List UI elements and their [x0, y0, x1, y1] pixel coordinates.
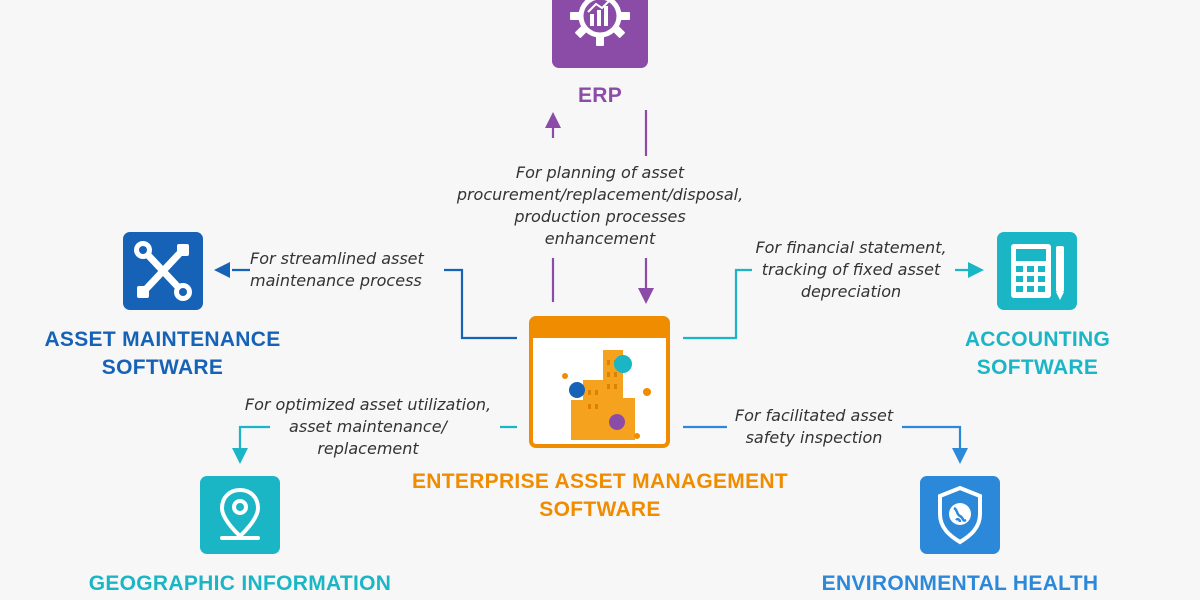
accounting-note-line-1: For financial statement, [755, 238, 947, 257]
maintenance-title-line-1: ASSET MAINTENANCE [44, 328, 281, 351]
eam-title: ENTERPRISE ASSET MANAGEMENT SOFTWARE [395, 468, 805, 524]
gis-icon-box [200, 476, 280, 554]
accounting-note-line-2: tracking of fixed asset [761, 260, 941, 279]
accounting-title-line-2: SOFTWARE [976, 356, 1099, 379]
eam-icon-box [529, 316, 670, 448]
arrowhead-ehs [952, 448, 968, 464]
gis-title-line-1: GEOGRAPHIC INFORMATION [88, 572, 392, 595]
maintenance-note-line-1: For streamlined asset [250, 249, 424, 268]
connector-gis [238, 425, 517, 448]
accounting-title: ACCOUNTING SOFTWARE [940, 326, 1135, 382]
gis-title: GEOGRAPHIC INFORMATION [60, 570, 420, 598]
connector-accounting [683, 268, 968, 340]
erp-title-line-1: ERP [577, 84, 623, 107]
ehs-note-line-2: safety inspection [745, 428, 883, 447]
accounting-icon-box [997, 232, 1077, 310]
arrowhead-erp-up [545, 112, 561, 128]
erp-icon-box [552, 0, 648, 68]
maintenance-icon-box [123, 232, 203, 310]
accounting-title-line-1: ACCOUNTING [964, 328, 1111, 351]
gis-note-line-3: replacement [317, 439, 419, 458]
arrowhead-accounting [968, 262, 984, 278]
calculator-icon [1011, 244, 1064, 300]
ehs-note-line-1: For facilitated asset [734, 406, 894, 425]
arrowhead-gis [232, 448, 248, 464]
gis-note-line-2: asset maintenance/ [289, 417, 447, 436]
gis-note: For optimized asset utilization, asset m… [232, 394, 504, 460]
shield-globe-icon [938, 485, 982, 545]
ehs-icon-box [920, 476, 1000, 554]
arrowhead-maintenance [214, 262, 230, 278]
eam-title-line-2: SOFTWARE [539, 498, 661, 521]
gis-note-line-1: For optimized asset utilization, [244, 395, 492, 414]
erp-note: For planning of asset procurement/replac… [440, 162, 760, 250]
ehs-title-line-1: ENVIRONMENTAL HEALTH [821, 572, 1099, 595]
maintenance-title: ASSET MAINTENANCE SOFTWARE [20, 326, 305, 382]
city-buildings-icon [533, 320, 666, 440]
ehs-note: For facilitated asset safety inspection [728, 405, 900, 449]
map-pin-icon [219, 487, 261, 540]
erp-note-line-3: production processes [514, 207, 686, 226]
gear-chart-icon [570, 0, 630, 46]
maintenance-note-line-2: maintenance process [250, 271, 422, 290]
erp-title: ERP [520, 82, 680, 110]
arrowhead-eam-down [638, 288, 654, 304]
erp-note-line-4: enhancement [544, 229, 656, 248]
wrench-screwdriver-icon [134, 241, 192, 301]
erp-note-line-1: For planning of asset [515, 163, 685, 182]
erp-note-line-2: procurement/replacement/disposal, [456, 185, 744, 204]
connector-ehs [683, 425, 962, 448]
connector-maintenance [232, 268, 517, 340]
eam-title-line-1: ENTERPRISE ASSET MANAGEMENT [411, 470, 789, 493]
maintenance-note: For streamlined asset maintenance proces… [250, 248, 445, 292]
ehs-title: ENVIRONMENTAL HEALTH [790, 570, 1130, 598]
maintenance-title-line-2: SOFTWARE [101, 356, 224, 379]
accounting-note-line-3: depreciation [800, 282, 902, 301]
accounting-note: For financial statement, tracking of fix… [740, 237, 962, 303]
